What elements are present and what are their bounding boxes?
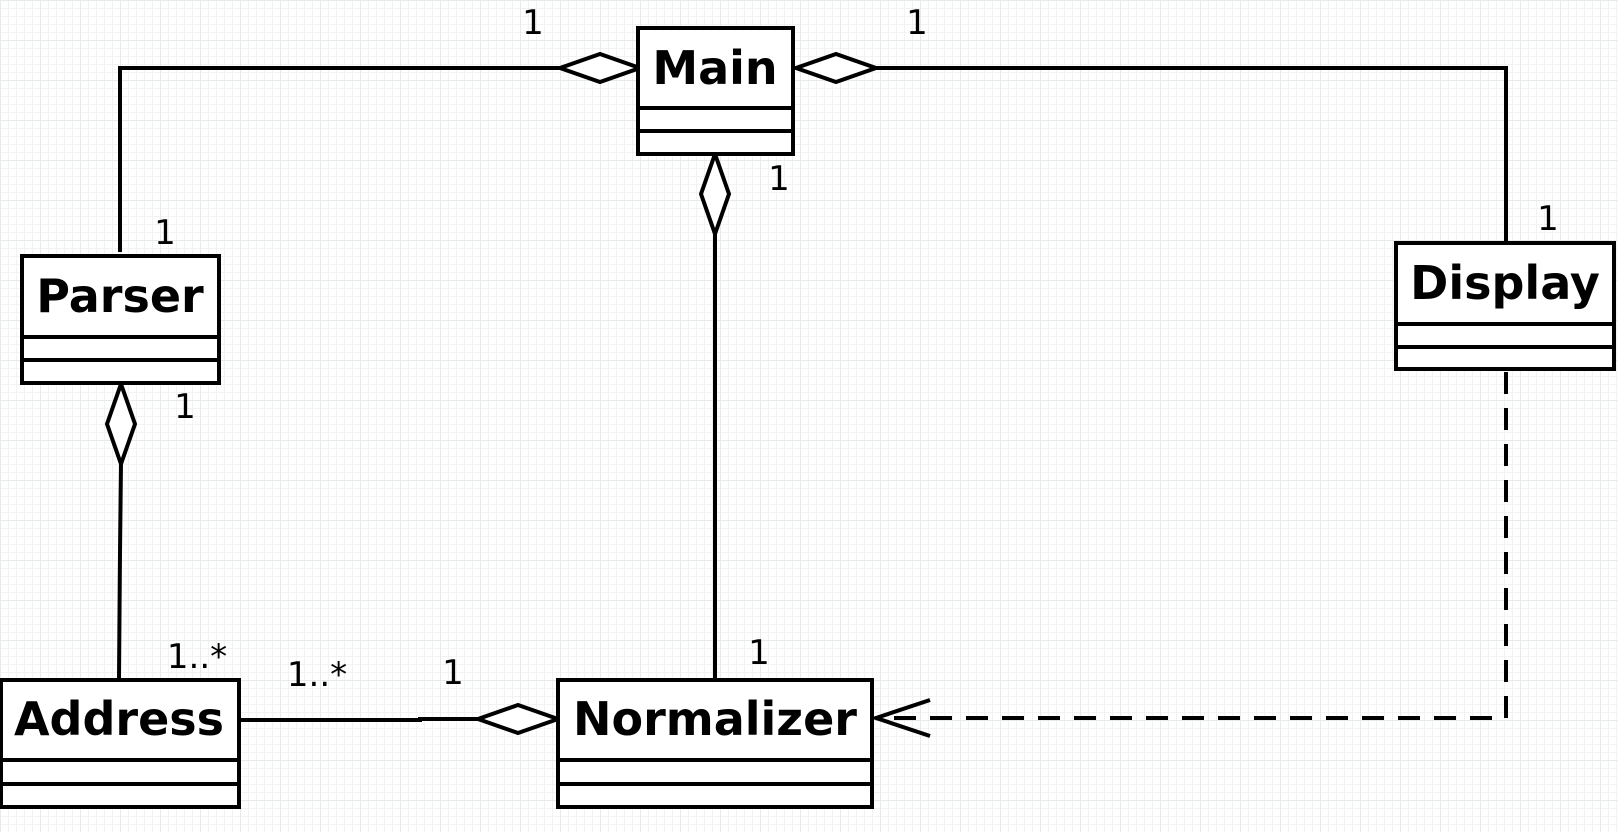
association-main-normalizer[interactable] — [698, 147, 732, 678]
association-main-display[interactable] — [789, 51, 1508, 242]
class-name-parser: Parser — [36, 269, 204, 323]
class-name-normalizer: Normalizer — [573, 692, 857, 746]
class-normalizer[interactable]: Normalizer — [556, 678, 874, 809]
class-name-main: Main — [652, 41, 777, 95]
class-display[interactable]: Display — [1394, 241, 1616, 371]
association-main-parser[interactable] — [118, 51, 647, 252]
aggregation-diamond-parser-address — [104, 377, 138, 471]
aggregation-diamond-normalizer-address — [471, 702, 565, 736]
class-name-display: Display — [1410, 256, 1600, 310]
multiplicity-parser-address-parser: 1 — [174, 387, 196, 427]
multiplicity-main-parser-main: 1 — [522, 3, 544, 43]
multiplicity-main-normalizer-main: 1 — [768, 159, 790, 199]
aggregation-diamond-main-normalizer — [698, 147, 732, 241]
multiplicity-main-normalizer-normalizer: 1 — [748, 633, 770, 673]
class-main[interactable]: Main — [636, 26, 795, 156]
multiplicity-normalizer-address-normalizer: 1 — [442, 653, 464, 693]
class-address[interactable]: Address — [0, 678, 241, 809]
class-parser[interactable]: Parser — [20, 254, 221, 385]
aggregation-diamond-main-display — [789, 51, 883, 85]
open-arrowhead — [869, 698, 931, 738]
multiplicity-main-parser-parser: 1 — [154, 213, 176, 253]
multiplicity-parser-address-address: 1..* — [167, 637, 227, 677]
multiplicity-normalizer-address-address: 1..* — [287, 655, 347, 695]
association-normalizer-address[interactable] — [240, 702, 565, 736]
dependency-display-normalizer[interactable] — [869, 372, 1508, 738]
class-name-address: Address — [14, 692, 224, 746]
aggregation-diamond-main-parser — [553, 51, 647, 85]
multiplicity-main-display-main: 1 — [906, 3, 928, 43]
multiplicity-main-display-display: 1 — [1537, 199, 1559, 239]
association-parser-address[interactable] — [104, 377, 138, 679]
